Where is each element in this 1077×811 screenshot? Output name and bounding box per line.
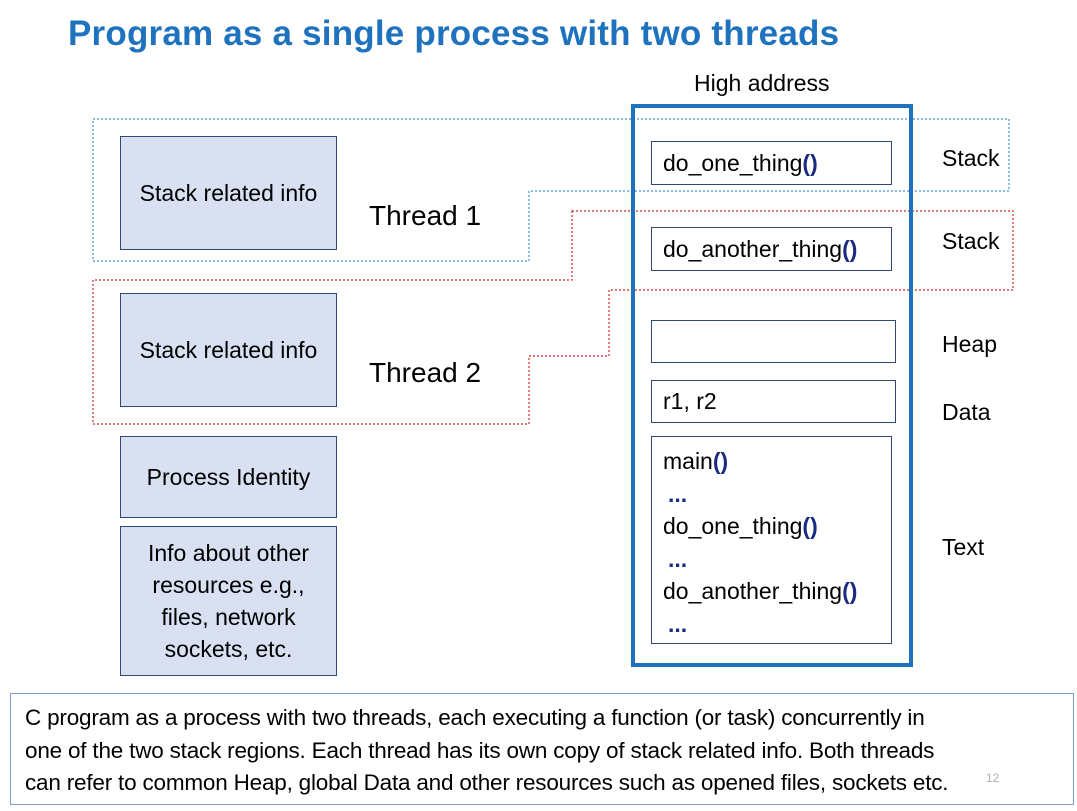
thread2-label: Thread 2 <box>369 357 482 388</box>
page-number: 12 <box>986 771 1000 785</box>
other-resources-text: Info about other resources e.g., files, … <box>147 540 310 662</box>
segment-label-stack2: Stack <box>942 228 1000 254</box>
text-line-ellipsis: ... <box>668 480 688 507</box>
segment-label-heap: Heap <box>942 331 997 357</box>
text-line-ellipsis: ... <box>668 545 688 572</box>
heap-box <box>651 320 896 363</box>
stack1-function-name: do_one_thing <box>663 149 803 176</box>
process-memory-outline <box>631 104 913 667</box>
other-resources-box: Info about other resources e.g., files, … <box>120 526 337 676</box>
stack2-function-name: do_another_thing <box>663 235 843 262</box>
text-line-do-one-thing: do_one_thing() <box>663 513 818 539</box>
text-line-ellipsis: ... <box>668 610 688 637</box>
text-line-do-another-thing: do_another_thing() <box>663 578 858 604</box>
text-box: main() ... do_one_thing() ... do_another… <box>651 436 892 644</box>
page-title: Program as a single process with two thr… <box>68 14 840 53</box>
thread2-stack-info-box: Stack related info <box>120 293 337 407</box>
thread2-stack-info-text: Stack related info <box>139 337 318 363</box>
thread1-stack-info-text: Stack related info <box>139 180 318 206</box>
thread1-dotted-outline <box>92 118 1010 262</box>
segment-label-data: Data <box>942 399 991 425</box>
data-box: r1, r2 <box>651 380 896 423</box>
caption-box: C program as a process with two threads,… <box>10 693 1074 805</box>
text-line-main: main() <box>663 448 729 474</box>
stack1-box: do_one_thing() <box>651 141 892 185</box>
data-content: r1, r2 <box>663 388 717 414</box>
stack2-parens: () <box>842 235 858 262</box>
process-identity-text: Process Identity <box>146 464 311 490</box>
process-identity-box: Process Identity <box>120 436 337 518</box>
high-address-label: High address <box>694 70 830 96</box>
thread1-stack-info-box: Stack related info <box>120 136 337 250</box>
stack1-parens: () <box>802 149 818 176</box>
segment-label-text: Text <box>942 534 985 560</box>
thread2-dotted-outline <box>92 210 1014 425</box>
segment-label-stack1: Stack <box>942 145 1000 171</box>
stack2-box: do_another_thing() <box>651 227 892 271</box>
thread1-label: Thread 1 <box>369 200 482 231</box>
